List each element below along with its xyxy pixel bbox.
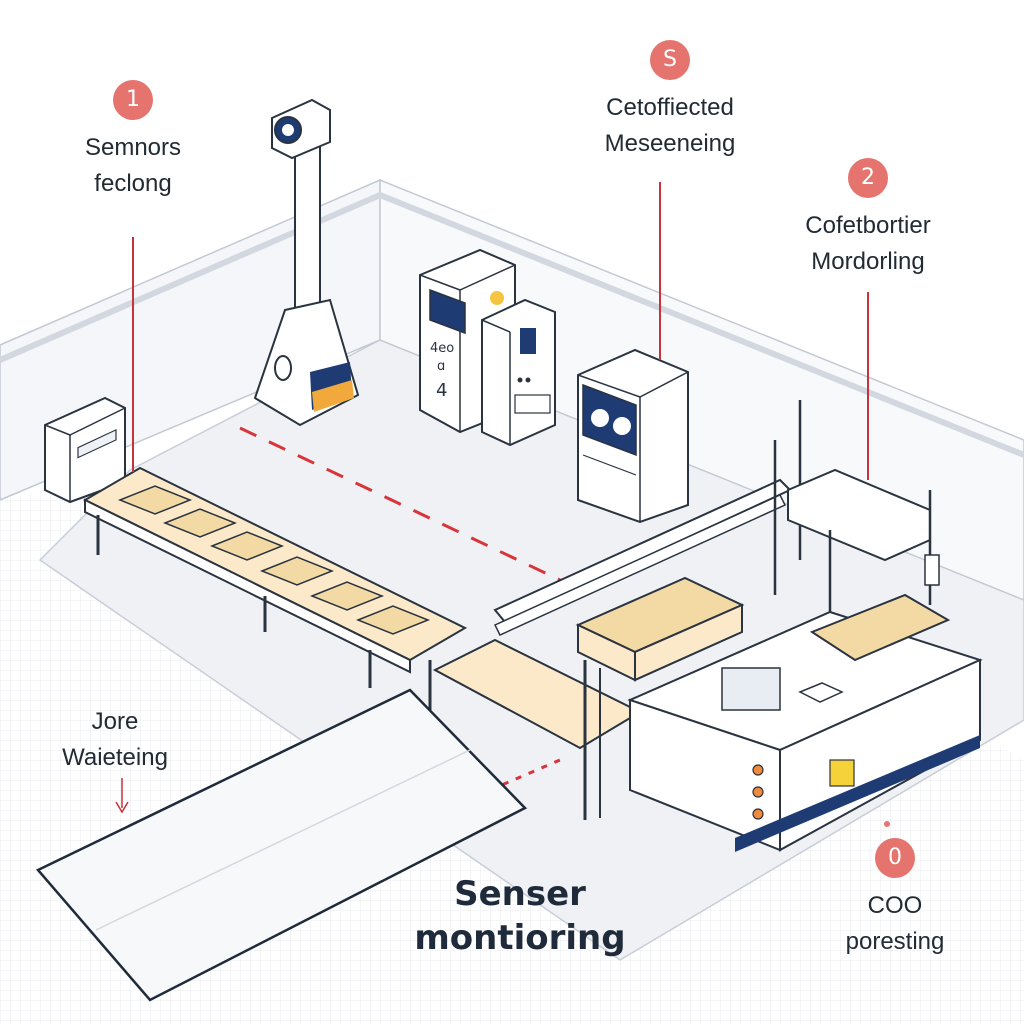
page-title-line2: montioring <box>414 918 626 958</box>
callout-sensors-line2: feclong <box>94 170 172 197</box>
callout-monitoring-line1: Cofetbortier <box>805 212 931 239</box>
processing-marker <box>884 821 890 827</box>
pallet-stack <box>575 576 745 682</box>
monitor-cabinet <box>577 348 689 524</box>
callout-badge-s: S <box>650 40 690 80</box>
panel-label-c: 4 <box>436 380 447 401</box>
arrow-down-icon <box>115 801 129 814</box>
callout-monitoring-line2: Mordorling <box>811 248 925 275</box>
sensor-tower <box>253 98 360 427</box>
callout-processing-line2: poresting <box>845 928 945 955</box>
callout-badge-2: 2 <box>848 158 888 198</box>
processing-machine <box>627 593 983 852</box>
page-title: Senser montioring <box>400 872 640 960</box>
work-table <box>82 466 468 735</box>
callout-sensors-line1: Semnors <box>84 134 182 161</box>
callout-measuring: S Cetoffiected Meseeneing <box>585 40 755 162</box>
waiting-zone-lane <box>95 749 471 931</box>
callout-badge-1: 1 <box>113 80 153 120</box>
callout-measuring-line2: Meseeneing <box>604 130 736 157</box>
callout-monitoring: 2 Cofetbortier Mordorling <box>790 158 946 280</box>
overhead-scanner <box>787 468 940 620</box>
callout-waiting: Јore Waieteing <box>50 704 180 776</box>
panel-label-a: 4eo <box>430 341 454 356</box>
page-title-line1: Senser <box>454 874 586 914</box>
conveyor <box>432 400 802 820</box>
callout-processing-line1: COO <box>867 892 923 919</box>
panel-label-b: ɑ <box>437 359 445 374</box>
callout-badge-0: 0 <box>875 838 915 878</box>
callout-sensors: 1 Semnors feclong <box>60 80 206 202</box>
small-cabinet <box>44 396 126 504</box>
wall-top-trim <box>0 191 1024 458</box>
control-cabinet-middle <box>481 298 556 447</box>
callout-waiting-line1: Јore <box>91 708 139 735</box>
callout-waiting-line2: Waieteing <box>62 744 168 771</box>
dashed-path <box>239 426 561 582</box>
wood-panels <box>117 485 431 635</box>
waiting-zone <box>35 688 528 1002</box>
callout-measuring-line1: Cetoffiected <box>606 94 734 121</box>
callout-processing: 0 COO poresting <box>830 838 960 960</box>
